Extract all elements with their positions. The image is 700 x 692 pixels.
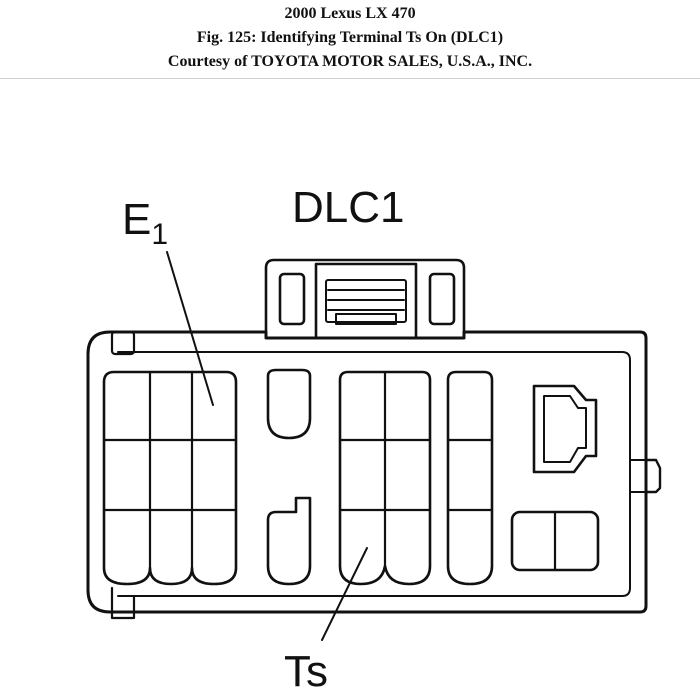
key-slot xyxy=(532,384,598,474)
e1-letter: E xyxy=(122,195,151,244)
cavity-column-right xyxy=(446,370,494,586)
vehicle-title: 2000 Lexus LX 470 xyxy=(284,5,416,22)
cavity-block-left xyxy=(102,370,238,586)
connector-name-label: DLC1 xyxy=(292,183,405,232)
cavity-single-upper xyxy=(266,368,312,440)
e1-subscript: 1 xyxy=(151,218,168,251)
ts-leader-line xyxy=(321,547,368,641)
courtesy-credit: Courtesy of TOYOTA MOTOR SALES, U.S.A., … xyxy=(167,53,533,70)
figure-header: 2000 Lexus LX 470 Fig. 125: Identifying … xyxy=(0,0,700,79)
cavity-single-lower xyxy=(266,496,312,586)
ts-terminal-label: Ts xyxy=(284,647,328,692)
e1-terminal-label: E1 xyxy=(122,195,168,251)
figure-caption: Fig. 125: Identifying Terminal Ts On (DL… xyxy=(196,29,504,46)
dlc1-connector-diagram: DLC1 E1 Ts xyxy=(86,183,662,692)
e1-leader-line xyxy=(166,251,214,406)
cavity-block-center xyxy=(338,370,432,586)
cavity-pair-lower-right xyxy=(510,510,600,572)
connector-body xyxy=(86,330,662,620)
connector-latch xyxy=(264,258,466,338)
